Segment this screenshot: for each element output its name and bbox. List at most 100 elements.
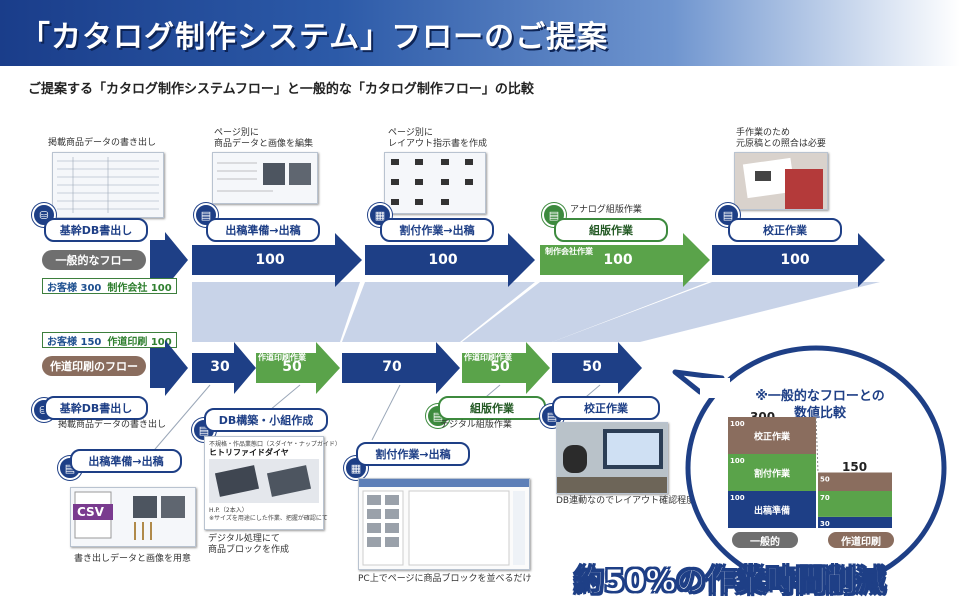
comparison-right-total: 150 [842, 460, 868, 474]
comparison-left-label: 一般的 [732, 532, 798, 548]
segment-name-2: 割付作業 [754, 468, 791, 480]
page-subtitle: ご提案する「カタログ制作システムフロー」と一般的な「カタログ制作フロー」の比較 [28, 82, 534, 97]
proposed-note-5: デジタル組版作業 [440, 420, 512, 430]
proposed-note-2: 書き出しデータと画像を用意 [74, 554, 192, 564]
right-segment-3 [818, 472, 892, 491]
product-sheet-caption: 不規格・作品業態口（スダイヤ・ナップガイド） [209, 441, 341, 448]
general-flow-label: 一般的なフロー [42, 250, 146, 270]
left-segment-value-3: 100 [730, 420, 745, 428]
general-arrow-4 [712, 233, 885, 287]
comparison-guides [815, 416, 819, 473]
proposed-step-proof: 校正作業 [552, 396, 660, 420]
proposed-value-4: 50 [490, 359, 510, 375]
general-step-db-export: 基幹DB書出し [44, 218, 148, 242]
monitor-photo [556, 422, 668, 494]
proposed-note-1: 掲載商品データの書き出し [58, 420, 167, 430]
general-entry-arrow [150, 232, 188, 288]
proposed-flow-arrows [150, 340, 642, 396]
general-bar-tag: 制作会社作業 [545, 247, 593, 256]
general-value-3: 100 [603, 252, 633, 268]
proposed-arrow-5 [552, 342, 642, 394]
general-arrow-1 [192, 233, 362, 287]
right-segment-1 [818, 516, 892, 528]
edit-thumbnail [212, 152, 318, 204]
proposed-step-db-export: 基幹DB書出し [44, 396, 148, 420]
general-note-5: 手作業のため 元原稿との照合は必要 [736, 128, 826, 149]
proposed-arrow-2 [256, 342, 340, 394]
proposed-step-layout: 割付作業→出稿 [356, 442, 470, 466]
general-value-1: 100 [255, 252, 285, 268]
right-segment-2 [818, 491, 892, 517]
general-legend: お客様 300 制作会社 100 [42, 278, 177, 294]
general-note-1: 掲載商品データの書き出し [48, 138, 157, 148]
proposed-legend: お客様 150 作道印刷 100 [42, 332, 177, 348]
general-note-2: ページ別に 商品データと画像を編集 [214, 128, 314, 149]
general-step-prep: 出稿準備→出稿 [206, 218, 320, 242]
left-segment-2 [728, 454, 816, 491]
general-note-4: アナログ組版作業 [570, 205, 642, 215]
proposed-entry-arrow [150, 340, 188, 396]
left-segment-1 [728, 491, 816, 528]
proposed-note-3: デジタル処理にて 商品ブロックを作成 [208, 534, 290, 555]
db-export-thumbnail [52, 152, 164, 218]
proposed-flow-label: 作道印刷のフロー [42, 356, 146, 376]
general-arrow-3 [540, 233, 710, 287]
segment-name-3: 校正作業 [754, 431, 791, 443]
general-step-typesetting: 組版作業 [554, 218, 668, 242]
product-photo-icon [217, 162, 311, 192]
general-legend-customer: お客様 300 [47, 282, 102, 294]
right-segment-value-1: 30 [820, 520, 830, 528]
general-step-proof: 校正作業 [728, 218, 842, 242]
connector-2 [342, 282, 535, 342]
layout-app-icon [359, 479, 529, 566]
connector-3 [462, 282, 708, 342]
proposed-note-6: DB連動なのでレイアウト確認程度 [556, 496, 696, 506]
general-arrow-2 [365, 233, 535, 287]
segment-name-1: 出稿準備 [754, 505, 790, 517]
general-value-2: 100 [428, 252, 458, 268]
db-table-icon [57, 157, 159, 213]
proposed-value-5: 50 [582, 359, 602, 375]
layout-grid-icon [391, 159, 473, 205]
proposed-note-4: PC上でページに商品ブロックを並べるだけ [358, 574, 532, 584]
page-title: 「カタログ制作システム」フローのご提案 [20, 20, 609, 55]
layout-sheet-thumbnail [384, 152, 486, 214]
general-step-layout: 割付作業→出稿 [380, 218, 494, 242]
product-blocks-icon [209, 459, 319, 503]
proposed-step-db-build: DB構築・小組作成 [204, 408, 328, 432]
proposed-step-prep: 出稿準備→出稿 [70, 449, 182, 473]
proposed-value-1: 30 [210, 359, 230, 375]
product-sheet-note: H.P.（2本入） ※サイズを用途にした作業、把握が確認にて [209, 507, 328, 522]
product-sheet-thumbnail: 不規格・作品業態口（スダイヤ・ナップガイド） ヒトリファイドダイヤ H.P.（2… [204, 436, 341, 530]
monitor-photo-icon [557, 423, 667, 493]
general-note-3: ページ別に レイアウト指示書を作成 [388, 128, 488, 149]
proposed-step-typesetting: 組版作業 [438, 396, 546, 420]
proposed-value-3: 70 [382, 359, 402, 375]
csv-thumbnail: CSV [70, 487, 196, 547]
header-band: 「カタログ制作システム」フローのご提案 [0, 0, 960, 66]
right-segment-value-3: 50 [820, 476, 830, 484]
proposed-bar-tag-2: 作道印刷作業 [464, 353, 512, 362]
proposed-legend-producer: 作道印刷 100 [107, 336, 172, 348]
general-flow-arrows [150, 232, 885, 288]
layout-software-screenshot [358, 478, 530, 570]
connector-4 [552, 282, 880, 342]
proposed-value-2: 50 [282, 359, 302, 375]
proposed-arrow-4 [462, 342, 550, 394]
proposed-bar-tag-1: 作道印刷作業 [258, 353, 306, 362]
csv-file-icon [73, 491, 185, 540]
connector-1 [192, 282, 360, 342]
general-legend-producer: 制作会社 100 [107, 282, 172, 294]
proofreading-photo-icon [735, 153, 827, 209]
general-value-4: 100 [780, 252, 810, 268]
product-sheet-title: ヒトリファイドダイヤ [209, 448, 289, 457]
right-segment-value-2: 70 [820, 494, 830, 502]
left-segment-3 [728, 417, 816, 454]
csv-label: CSV [77, 505, 104, 519]
proof-photo [734, 152, 828, 210]
proposed-arrow-1 [192, 342, 256, 394]
proposed-legend-customer: お客様 150 [47, 336, 102, 348]
